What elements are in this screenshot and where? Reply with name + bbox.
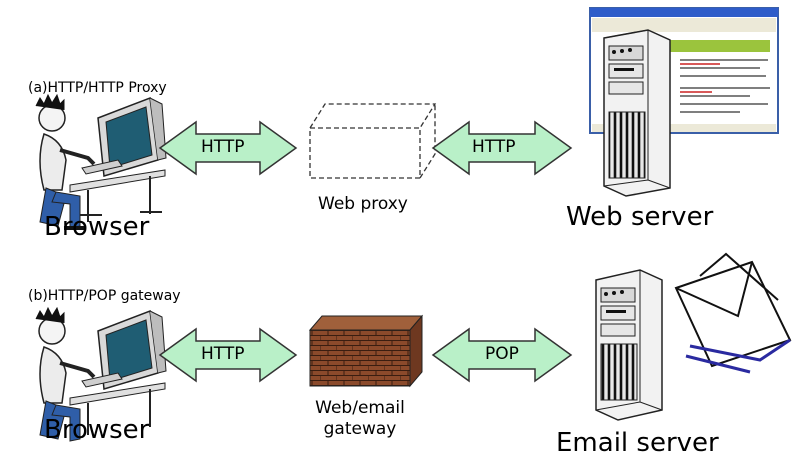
web-server-icon [603,29,671,197]
browser-user-icon-b [35,306,167,442]
gateway-label-line1: Web/email [315,398,405,418]
http-arrow-a-right-label: HTTP [472,137,516,157]
gateway-label-line2: gateway [323,419,397,439]
http-arrow-a-left-label: HTTP [201,137,245,157]
http-arrow-a-left [158,120,298,176]
browser-label-b: Browser [44,415,150,445]
caption-a: (a)HTTP/HTTP Proxy [28,80,167,96]
brick-wall-gateway-icon [308,314,424,388]
http-arrow-b-left [158,327,298,383]
caption-b: (b)HTTP/POP gateway [28,288,181,304]
gateway-label: Web/email gateway [310,398,410,440]
envelopes-icon [674,252,792,374]
browser-label-a: Browser [44,212,150,242]
browser-user-icon-a [35,93,167,230]
pop-arrow-b-right [431,327,573,383]
web-proxy-box [309,103,437,179]
email-server-label: Email server [556,428,719,458]
pop-arrow-b-right-label: POP [485,344,519,364]
web-proxy-label: Web proxy [318,194,408,214]
http-arrow-a-right [431,120,573,176]
http-arrow-b-left-label: HTTP [201,344,245,364]
web-server-label: Web server [566,202,714,232]
email-server-icon [595,269,663,421]
